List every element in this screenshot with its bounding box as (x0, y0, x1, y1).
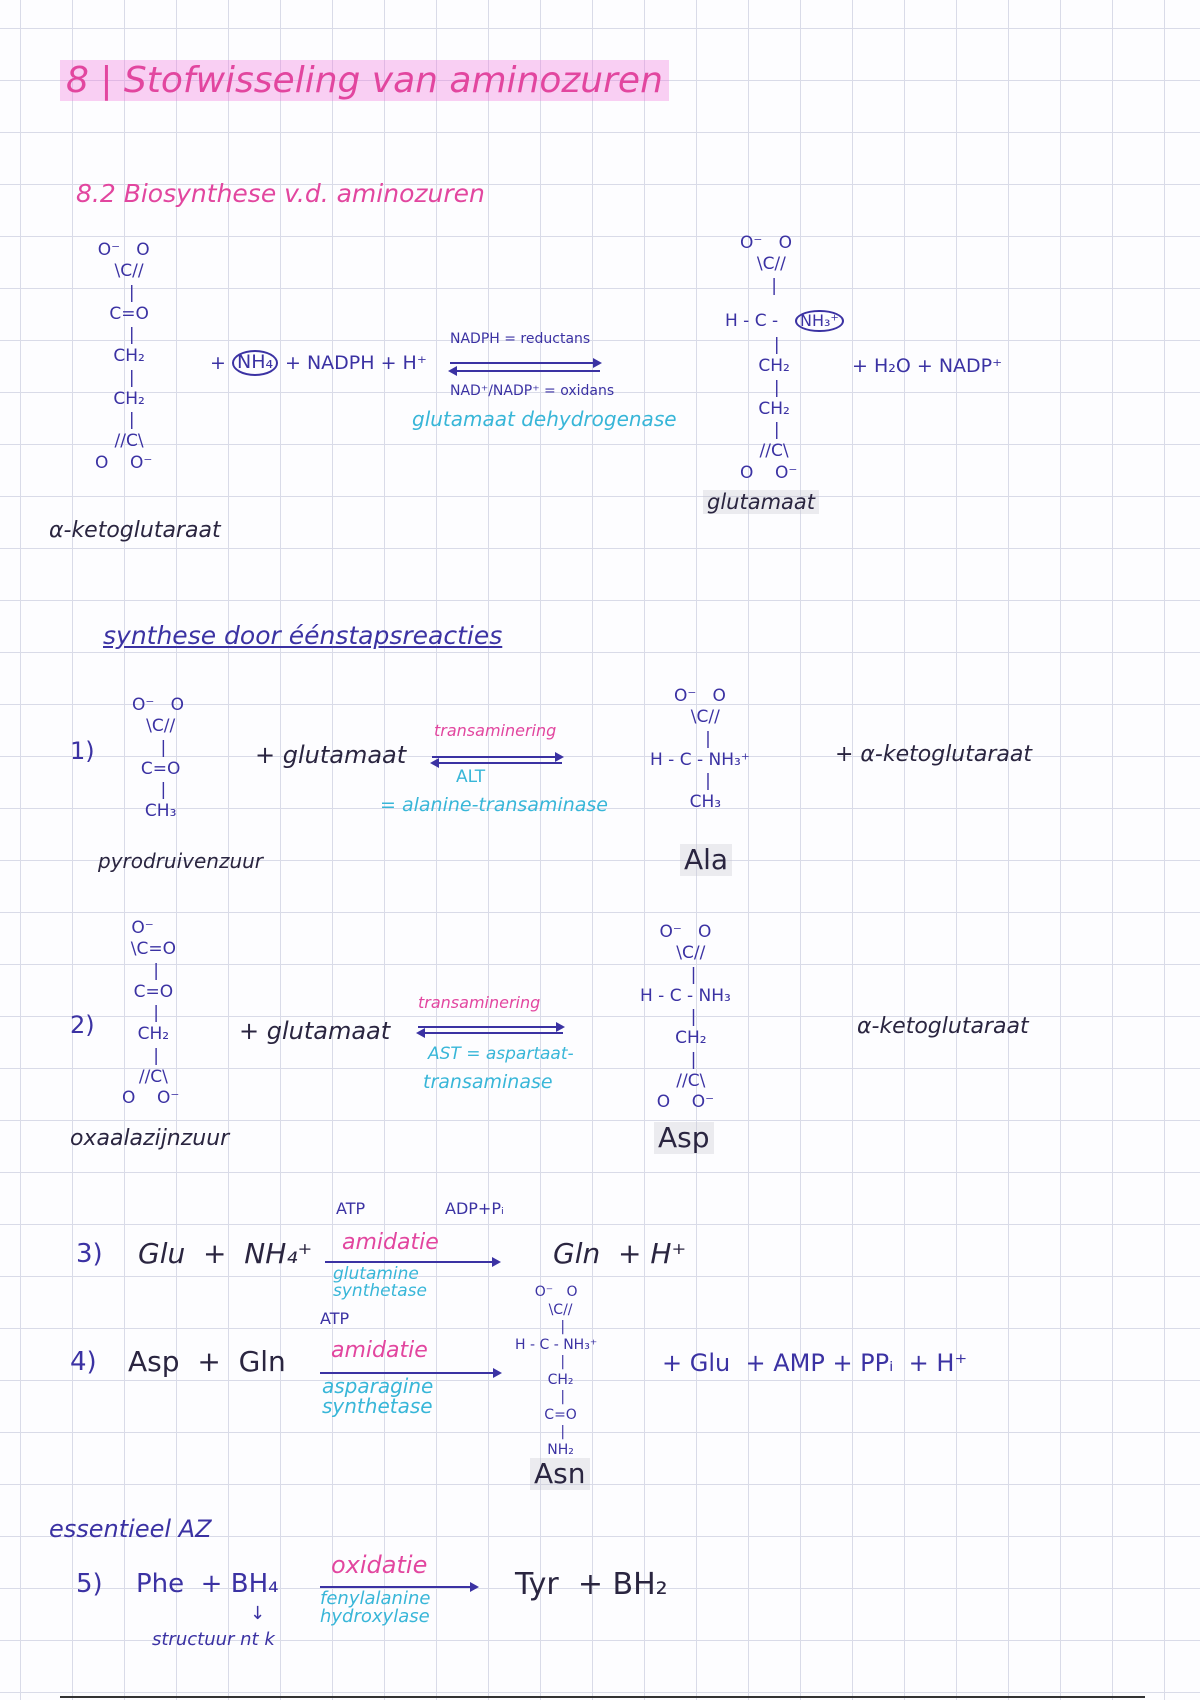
alanine-label: Ala (680, 843, 733, 877)
enzyme-phenylalanine-hydroxylase: fenylalanine hydroxylase (320, 1588, 431, 1627)
enzyme-abbreviation-ast: AST = aspartaat- (428, 1044, 574, 1064)
aspartate-structure: O⁻ O \C// | H - C - NH₃ | CH₂ | //C\ O O… (640, 922, 731, 1112)
reagent-glutamate: + glutamaat (255, 741, 407, 769)
ammonium-circled: NH₄ (232, 350, 279, 376)
plus-sign: + (210, 352, 226, 374)
asparagine-structure: O⁻ O \C// | H - C - NH₃⁺ | CH₂ | C=O | N… (515, 1284, 598, 1458)
reactants-phe-bh4: Phe + BH₄ (136, 1569, 279, 1599)
aspartate-label: Asp (654, 1121, 714, 1155)
byproduct-alpha-ketoglutarate: + α-ketoglutaraat (835, 742, 1032, 767)
enzyme-alanine-transaminase: = alanine-transaminase (380, 794, 608, 816)
atp-label: ATP (336, 1199, 366, 1218)
process-transamination: transaminering (418, 993, 541, 1012)
process-transamination: transaminering (434, 721, 557, 740)
arrow-label-oxidans: NAD⁺/NADP⁺ = oxidans (450, 383, 615, 399)
asparagine-label: Asn (530, 1457, 590, 1491)
page-title: 8 | Stofwisseling van aminozuren (60, 60, 669, 102)
byproducts-water-nadp: + H₂O + NADP⁺ (852, 355, 1003, 377)
enzyme-glutamine-synthetase: glutamine synthetase (333, 1264, 427, 1301)
reactants-asp-gln: Asp + Gln (128, 1345, 286, 1378)
reaction-number: 1) (70, 737, 95, 765)
byproduct-alpha-ketoglutarate: α-ketoglutaraat (857, 1014, 1029, 1039)
process-oxidation: oxidatie (331, 1551, 428, 1579)
section-subtitle: 8.2 Biosynthese v.d. aminozuren (76, 179, 485, 208)
oxaloacetate-structure: O⁻ \C=O | C=O | CH₂ | //C\ O O⁻ (122, 918, 180, 1108)
enzyme-glutamate-dehydrogenase: glutamaat dehydrogenase (412, 407, 677, 431)
byproducts-glu-amp-ppi: + Glu + AMP + PPᵢ + H⁺ (662, 1349, 968, 1377)
reaction-arrow (320, 1582, 479, 1592)
alanine-structure: O⁻ O \C// | H - C - NH₃⁺ | CH₃ (650, 686, 750, 813)
oxaloacetate-label: oxaalazijnzuur (70, 1126, 230, 1151)
process-amidation: amidatie (331, 1338, 428, 1363)
reaction-number: 2) (70, 1011, 95, 1039)
atp-label: ATP (320, 1309, 350, 1328)
forward-arrow (432, 752, 564, 762)
forward-arrow (450, 358, 602, 368)
ammonium-product-circled: NH₃⁺ (795, 310, 844, 333)
pyruvate-label: pyrodruivenzuur (98, 849, 264, 873)
reverse-arrow (448, 366, 600, 376)
reagent-glutamate: + glutamaat (239, 1017, 391, 1045)
reaction-number: 3) (76, 1239, 103, 1269)
enzyme-aspartate-transaminase: transaminase (423, 1071, 553, 1093)
essential-amino-acid-label: essentieel AZ (49, 1515, 212, 1543)
section-heading-single-step: synthese door éénstapsreacties (103, 621, 503, 650)
reaction-arrow (320, 1368, 502, 1378)
glutamate-structure-top: O⁻ O \C// | (740, 233, 792, 296)
reverse-arrow (430, 758, 562, 768)
down-arrow-icon: ↓ (250, 1603, 266, 1624)
reverse-arrow (416, 1028, 563, 1038)
products-tyr-bh2: Tyr + BH₂ (515, 1567, 668, 1602)
pyruvate-structure: O⁻ O \C// | C=O | CH₃ (132, 695, 184, 822)
alpha-ketoglutarate-label: α-ketoglutaraat (49, 518, 221, 543)
process-amidation: amidatie (342, 1230, 439, 1255)
reaction-arrow (325, 1257, 501, 1267)
structure-note: structuur nt k (152, 1629, 275, 1650)
glutamate-label: glutamaat (703, 490, 820, 515)
reaction-number: 4) (70, 1347, 97, 1377)
enzyme-abbreviation-alt: ALT (456, 767, 486, 787)
reactants-glu-nh4: Glu + NH₄⁺ (138, 1237, 313, 1270)
reagents-nadph: + NADPH + H⁺ (285, 352, 427, 374)
forward-arrow (418, 1022, 565, 1032)
page-bottom-divider (60, 1696, 1145, 1698)
products-gln-h: Gln + H⁺ (553, 1237, 687, 1270)
reaction-number: 5) (76, 1569, 103, 1599)
arrow-label-reductans: NADPH = reductans (450, 331, 591, 347)
enzyme-asparagine-synthetase: asparagine synthetase (322, 1374, 434, 1418)
glutamate-structure-bottom: | CH₂ | CH₂ | //C\ O O⁻ (740, 335, 798, 483)
alpha-ketoglutarate-structure: O⁻ O \C// | C=O | CH₂ | CH₂ | //C\ O O⁻ (95, 240, 153, 473)
glutamate-h-c: H - C - (725, 311, 779, 331)
adp-pi-label: ADP+Pᵢ (445, 1199, 504, 1218)
